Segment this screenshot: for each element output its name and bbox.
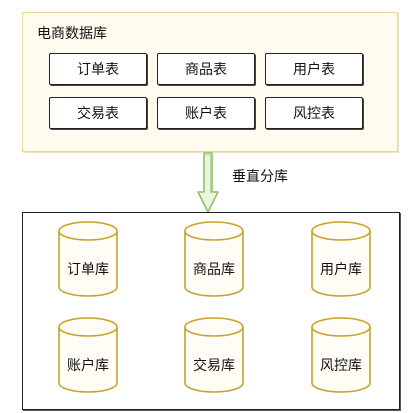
database-label: 订单库 [67,262,109,278]
database-cylinder-icon [184,317,244,393]
database-risk-control: 风控库 [310,317,372,395]
database-label: 账户库 [67,358,109,374]
database-label: 商品库 [193,262,235,278]
database-label: 交易库 [193,358,235,374]
table-products: 商品表 [157,53,255,85]
database-transactions: 交易库 [183,317,245,395]
database-cylinder-icon [184,221,244,297]
panel-title: 电商数据库 [37,26,107,42]
table-orders: 订单表 [49,53,147,85]
down-arrow-icon [196,152,220,214]
database-products: 商品库 [183,221,245,299]
database-cylinder-icon [311,221,371,297]
source-database-panel: 电商数据库 订单表 商品表 用户表 交易表 账户表 风控表 [22,12,398,152]
database-orders: 订单库 [57,221,119,299]
table-accounts: 账户表 [157,97,255,129]
database-label: 用户库 [320,262,362,278]
database-label: 风控库 [320,358,362,374]
database-users: 用户库 [310,221,372,299]
arrow-label: 垂直分库 [232,169,288,185]
database-accounts: 账户库 [57,317,119,395]
database-cylinder-icon [311,317,371,393]
table-risk-control: 风控表 [265,97,363,129]
table-transactions: 交易表 [49,97,147,129]
database-cylinder-icon [58,317,118,393]
sharded-databases-panel: 订单库 商品库 用户库 账户库 交易库 风控库 [22,212,400,410]
table-users: 用户表 [265,53,363,85]
database-cylinder-icon [58,221,118,297]
